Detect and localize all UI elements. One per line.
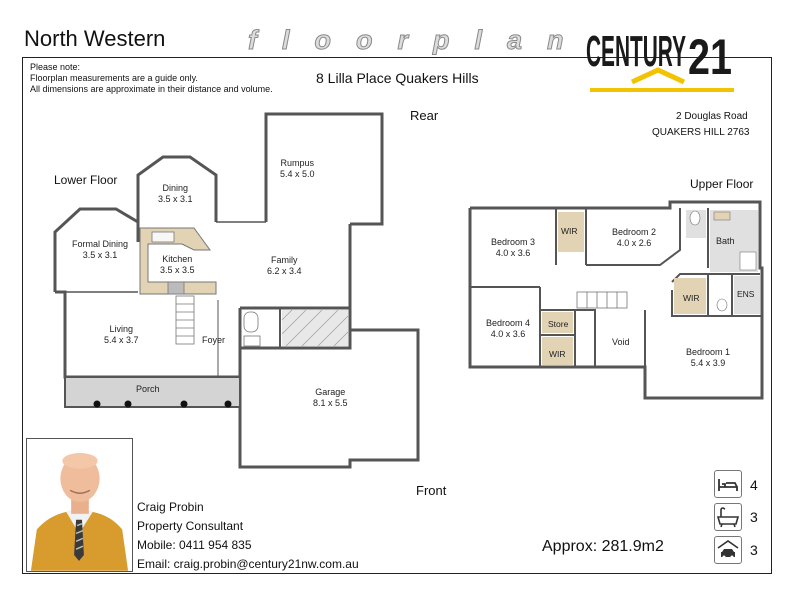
room-bedroom4: Bedroom 4 4.0 x 3.6	[486, 318, 530, 340]
upper-floor-label: Upper Floor	[690, 177, 754, 191]
room-wir-master: WIR	[683, 293, 700, 304]
room-dims: 3.5 x 3.1	[82, 250, 118, 260]
room-name: Living	[109, 324, 134, 334]
room-name: Rumpus	[280, 158, 315, 168]
bath-icon	[714, 503, 742, 531]
bathroom-count: 3	[750, 509, 758, 525]
lower-floor-label: Lower Floor	[54, 173, 118, 187]
room-wir-bedroom4: WIR	[549, 349, 566, 360]
room-name: WIR	[549, 349, 566, 359]
agent-title: Property Consultant	[137, 519, 244, 533]
stairs-upper	[576, 291, 628, 309]
room-name: Bedroom 2	[612, 227, 657, 237]
room-name: Porch	[136, 384, 160, 394]
room-dims: 3.5 x 3.5	[160, 265, 195, 275]
room-name: Dining	[162, 183, 189, 193]
upper-outer	[468, 200, 764, 400]
room-rumpus: Rumpus 5.4 x 5.0	[280, 158, 315, 180]
stairs-lower	[175, 295, 195, 345]
room-dims: 5.4 x 3.7	[104, 335, 139, 345]
agent-details: Craig Probin Property Consultant Mobile:…	[137, 498, 359, 574]
page-frame	[22, 57, 772, 574]
region-title: North Western	[24, 26, 166, 51]
room-bedroom2: Bedroom 2 4.0 x 2.6	[612, 227, 656, 249]
room-name: Store	[548, 319, 569, 329]
room-name: Garage	[315, 387, 346, 397]
century21-logo: CENTURY 21	[586, 27, 734, 92]
room-dims: 6.2 x 3.4	[267, 266, 302, 276]
room-garage: Garage 8.1 x 5.5	[313, 387, 348, 409]
note-heading: Please note:	[30, 62, 81, 72]
room-formal-dining: Formal Dining 3.5 x 3.1	[72, 239, 128, 261]
disclaimer-notes: Please note: Floorplan measurements are …	[30, 62, 273, 95]
room-dims: 4.0 x 3.6	[490, 329, 526, 339]
room-dims: 5.4 x 5.0	[280, 169, 315, 179]
room-name: Bedroom 1	[686, 347, 731, 357]
agent-email[interactable]: Email: craig.probin@century21nw.com.au	[137, 557, 359, 571]
bedroom-count: 4	[750, 477, 758, 493]
approx-area: Approx: 281.9m2	[542, 538, 664, 555]
floorplan-heading: floorplan	[248, 25, 589, 55]
front-label: Front	[416, 483, 447, 498]
room-name: Bath	[716, 236, 735, 246]
room-bedroom3: Bedroom 3 4.0 x 3.6	[491, 237, 535, 259]
agent-name: Craig Probin	[137, 500, 204, 514]
room-living: Living 5.4 x 3.7	[104, 324, 139, 346]
wall-formal-dining	[53, 207, 139, 292]
room-name: Foyer	[202, 335, 226, 345]
bed-icon	[714, 470, 742, 498]
room-bedroom1: Bedroom 1 5.4 x 3.9	[686, 347, 730, 369]
agent-mobile: Mobile: 0411 954 835	[137, 538, 252, 552]
room-dims: 8.1 x 5.5	[313, 398, 348, 408]
room-name: Formal Dining	[72, 239, 129, 249]
note-line: All dimensions are approximate in their …	[30, 84, 273, 94]
wall-laundry	[238, 308, 352, 350]
room-wir-bedroom3: WIR	[561, 226, 578, 237]
svg-text:CENTURY: CENTURY	[586, 27, 686, 76]
room-name: Void	[612, 337, 630, 347]
room-name: Bedroom 4	[486, 318, 531, 328]
property-address: 8 Lilla Place Quakers Hills	[316, 70, 479, 86]
room-ensuite: ENS	[737, 289, 754, 300]
room-foyer: Foyer	[202, 335, 225, 346]
agent-photo	[26, 438, 133, 572]
room-porch: Porch	[136, 384, 160, 395]
room-name: WIR	[683, 293, 700, 303]
room-dims: 4.0 x 2.6	[616, 238, 652, 248]
room-name: Bedroom 3	[491, 237, 536, 247]
room-kitchen: Kitchen 3.5 x 3.5	[160, 254, 195, 276]
wall-rumpus	[264, 112, 384, 226]
room-dims: 4.0 x 3.6	[495, 248, 531, 258]
room-dining: Dining 3.5 x 3.1	[158, 183, 193, 205]
room-dims: 3.5 x 3.1	[158, 194, 193, 204]
svg-text:21: 21	[688, 29, 732, 85]
car-icon	[714, 536, 742, 564]
note-line: Floorplan measurements are a guide only.	[30, 73, 198, 83]
wall-garage	[238, 328, 420, 469]
room-store: Store	[548, 319, 568, 330]
office-address-street: 2 Douglas Road	[676, 111, 748, 122]
room-name: WIR	[561, 226, 578, 236]
room-name: Kitchen	[162, 254, 193, 264]
room-bath: Bath	[716, 236, 735, 247]
room-dims: 5.4 x 3.9	[690, 358, 726, 368]
room-void: Void	[612, 337, 630, 348]
rear-label: Rear	[410, 108, 439, 123]
room-name: Family	[271, 255, 298, 265]
kitchen-bench	[139, 227, 217, 295]
wall-dining	[136, 155, 218, 242]
room-family: Family 6.2 x 3.4	[267, 255, 302, 277]
office-address-suburb: QUAKERS HILL 2763	[652, 127, 750, 138]
room-name: ENS	[737, 289, 755, 299]
garage-count: 3	[750, 542, 758, 558]
